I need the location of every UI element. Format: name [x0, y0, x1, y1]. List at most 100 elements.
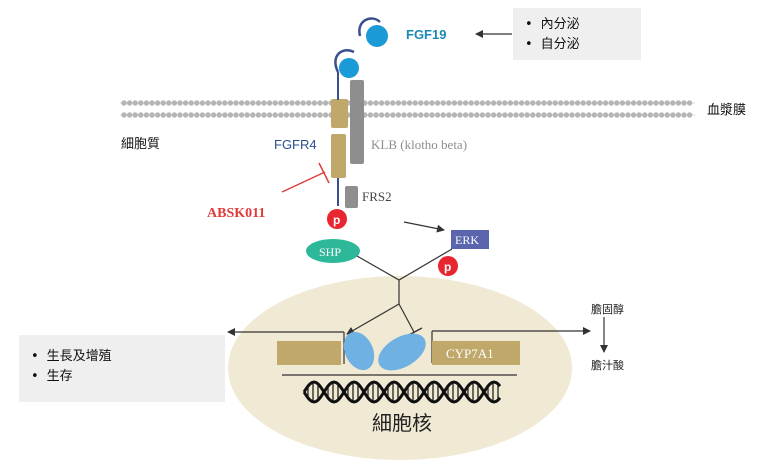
membrane-bead [625, 112, 631, 118]
abskill-label: ABSK011 [207, 206, 265, 221]
membrane-bead [429, 100, 435, 106]
membrane-bead [182, 100, 189, 106]
membrane-bead [294, 112, 301, 118]
secretion-item-endocrine: 內分泌 [525, 15, 641, 35]
shp-node [306, 239, 360, 263]
dna-strand-2 [302, 380, 502, 404]
membrane-bead [317, 112, 323, 118]
phospho-frs2-label: p [333, 213, 340, 227]
membrane-bead [278, 100, 284, 106]
membrane-bead [496, 112, 502, 118]
membrane-bead [401, 100, 407, 106]
phospho-erk [438, 256, 458, 276]
membrane-bead [608, 112, 614, 118]
membrane-bead [446, 112, 452, 118]
membrane-bead [535, 100, 542, 106]
klb-label: KLB (klotho beta) [371, 137, 467, 152]
membrane-bead [569, 100, 575, 106]
membrane-bead [390, 112, 396, 118]
membrane-bead [154, 112, 161, 118]
membrane-bead [552, 112, 558, 118]
membrane-bead [278, 112, 284, 118]
abskill-inhibition-line [281, 171, 326, 193]
membrane-bead [608, 100, 614, 106]
membrane-bead [507, 112, 514, 118]
membrane-bead [412, 112, 418, 118]
membrane-bead [440, 100, 446, 106]
membrane-bead [199, 100, 206, 106]
membrane-bead [149, 100, 155, 106]
membrane-bead [597, 100, 603, 106]
membrane-bead [266, 100, 273, 106]
membrane-bead [569, 112, 575, 118]
membrane-bead [423, 112, 430, 118]
membrane-bead [642, 112, 648, 118]
membrane-bead [591, 112, 598, 118]
membrane-bead [210, 112, 217, 118]
membrane-bead [121, 112, 127, 118]
membrane-bead [490, 100, 497, 106]
membrane-bead [188, 112, 194, 118]
membrane-bead [244, 112, 250, 118]
membrane-bead [642, 100, 648, 106]
cyp7a1-label: CYP7A1 [446, 346, 494, 361]
membrane-bead [468, 112, 474, 118]
membrane-bead [563, 112, 570, 118]
membrane-bead [502, 100, 508, 106]
dna-helix [302, 380, 502, 404]
membrane-bead [546, 112, 553, 118]
membrane-bead [367, 112, 374, 118]
membrane-bead [406, 100, 413, 106]
membrane-bead [317, 100, 323, 106]
membrane-bead [311, 100, 318, 106]
membrane-bead [160, 100, 166, 106]
membrane-bead [462, 100, 469, 106]
membrane-bead [636, 112, 642, 118]
plasma-membrane [120, 100, 695, 118]
membrane-bead [457, 112, 463, 118]
membrane-bead [591, 100, 598, 106]
membrane-bead [653, 100, 659, 106]
membrane-bead [630, 100, 637, 106]
membrane-bead [132, 100, 138, 106]
membrane-bead [238, 100, 245, 106]
membrane-bead [670, 112, 676, 118]
fgfr4-lower-segment [331, 134, 346, 178]
y-to-cyp7a1-inhibition [398, 303, 415, 333]
membrane-bead [434, 100, 441, 106]
membrane-bead [524, 100, 530, 106]
plasma-membrane-label: 血漿膜 [707, 103, 746, 118]
membrane-bead [479, 100, 486, 106]
membrane-bead [658, 112, 665, 118]
membrane-bead [619, 112, 626, 118]
bile-acid-label: 膽汁酸 [591, 358, 624, 372]
membrane-bead [502, 112, 508, 118]
membrane-bead [138, 112, 144, 118]
membrane-bead [182, 112, 189, 118]
membrane-bead [272, 100, 278, 106]
membrane-bead [395, 100, 402, 106]
membrane-bead [373, 112, 379, 118]
erk-label: ERK [455, 233, 479, 247]
membrane-bead [602, 100, 609, 106]
outcome-item-growth: 生長及增殖 [31, 347, 225, 367]
abskill-inhibition-bar [318, 162, 330, 184]
membrane-bead [306, 112, 312, 118]
membrane-bead [194, 100, 200, 106]
membrane-bead [418, 112, 424, 118]
membrane-bead [440, 112, 446, 118]
membrane-bead [210, 100, 217, 106]
membrane-bead [289, 112, 295, 118]
fgf19-curl-lower [334, 49, 355, 73]
transcription-factor-right [378, 333, 426, 371]
membrane-bead [513, 100, 519, 106]
membrane-bead [367, 100, 374, 106]
membrane-bead [630, 112, 637, 118]
membrane-bead [574, 112, 581, 118]
nucleus-label: 細胞核 [372, 411, 432, 435]
membrane-bead [558, 112, 564, 118]
frs2-bar [345, 186, 358, 208]
cytoplasm-label: 細胞質 [121, 137, 160, 152]
membrane-bead [552, 100, 558, 106]
